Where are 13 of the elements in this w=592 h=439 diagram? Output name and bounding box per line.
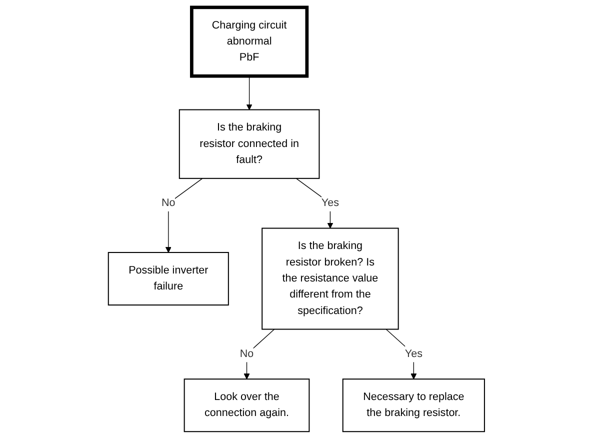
node-box: Charging circuit abnormal PbF	[190, 6, 308, 78]
edge-label: Yes	[320, 197, 339, 209]
arrow	[165, 178, 202, 253]
arrow	[246, 76, 252, 110]
node-box: Is the braking resistor connected in fault?	[178, 109, 320, 179]
node-box: Necessary to replace the braking resistor.	[342, 378, 485, 432]
arrow	[243, 328, 274, 380]
node-box: Possible inverter failure	[107, 252, 228, 306]
edge-label: No	[161, 197, 175, 209]
node-box: Is the braking resistor broken? Is the resistance value different from the specification?	[261, 228, 398, 330]
edge-label: No	[239, 348, 254, 360]
node-box: Look over the connection again.	[183, 378, 310, 432]
edge-label: Yes	[404, 348, 422, 360]
